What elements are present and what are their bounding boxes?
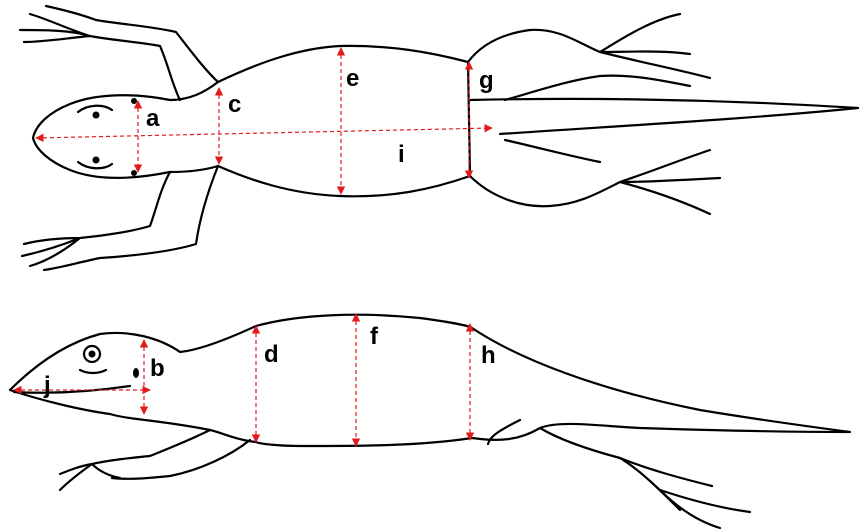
label-f: f: [370, 323, 379, 350]
dorsal-front-leg-upper: [20, 6, 218, 100]
dorsal-nostril-lower: [131, 170, 137, 176]
dorsal-nostril-upper: [131, 98, 137, 104]
lateral-view: b d f h j: [10, 314, 850, 528]
lateral-ear: [133, 368, 139, 378]
lateral-body-outline: [10, 315, 850, 446]
label-c: c: [228, 91, 241, 118]
lateral-front-leg: [60, 430, 250, 490]
label-h: h: [481, 342, 496, 369]
dorsal-eye-dot-lower: [93, 157, 100, 164]
dorsal-body-outline: [33, 46, 470, 196]
dorsal-front-leg-lower: [22, 166, 218, 270]
label-b: b: [150, 355, 165, 382]
label-j: j: [43, 372, 51, 399]
lateral-hind-leg: [488, 420, 750, 528]
label-i: i: [398, 141, 405, 168]
dorsal-hind-leg-lower: [470, 140, 720, 214]
dorsal-view: a c e g i: [20, 6, 858, 270]
label-d: d: [264, 341, 279, 368]
lateral-pupil: [89, 351, 96, 358]
dorsal-hind-leg-upper: [468, 14, 710, 100]
label-a: a: [146, 105, 160, 132]
label-g: g: [479, 67, 494, 94]
label-e: e: [346, 65, 359, 92]
dorsal-tail: [470, 99, 858, 134]
dorsal-eye-dot-upper: [93, 112, 100, 119]
